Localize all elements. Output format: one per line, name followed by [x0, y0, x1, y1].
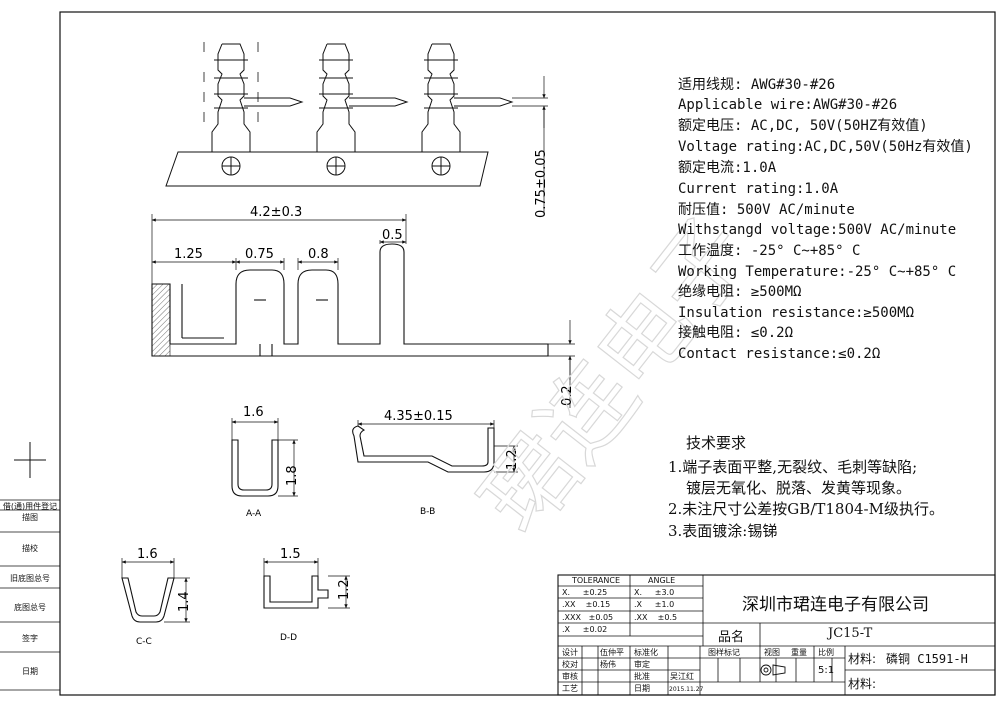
dim-aa-w: 1.6 [243, 405, 264, 420]
tolerance-row-4: .X ±0.02 [562, 625, 608, 634]
section-bb [352, 420, 518, 473]
strip-terminal-3 [421, 43, 514, 176]
dim-bb-h: 1.2 [505, 449, 520, 470]
dim-aa-h: 1.8 [285, 465, 300, 486]
spec-line-4: Voltage rating:AC,DC,50V(50Hz有效值) [678, 139, 973, 155]
name-check: 杨伟 [600, 660, 616, 669]
dim-075: 0.75±0.05 [534, 149, 549, 218]
role-design: 设计 [562, 648, 578, 657]
role-standard: 标准化 [634, 648, 658, 657]
date-value: 2015.11.27 [669, 686, 704, 693]
side-label-date: 日期 [22, 667, 38, 676]
requirements-title: 技术要求 [686, 434, 747, 452]
company-name: 深圳市珺连电子有限公司 [742, 595, 929, 615]
centering-mark [14, 442, 46, 478]
side-label-base-no: 底图总号 [14, 603, 46, 612]
col-drawing-mark: 图样标记 [708, 648, 740, 657]
spec-line-8: Withstangd voltage:500V AC/minute [678, 222, 957, 238]
dim-075b: 0.75 [245, 247, 274, 262]
section-cc [121, 558, 190, 623]
side-label-signature: 签字 [22, 634, 38, 643]
side-label-registration: 借(通)用件登记 [2, 502, 58, 511]
dim-42: 4.2±0.3 [250, 205, 302, 220]
angle-row-2: .X ±1.0 [634, 600, 675, 609]
role-approve: 审定 [634, 660, 650, 669]
col-weight: 重量 [791, 648, 807, 657]
scale-value: 5:1 [818, 665, 835, 676]
strip-terminal-2 [316, 43, 409, 176]
section-dd [263, 558, 350, 609]
material-label-2: 材料: [848, 677, 877, 691]
requirement-1b: 镀层无氧化、脱落、发黄等现象。 [686, 479, 912, 497]
col-view: 视图 [764, 648, 780, 657]
carrier-strip-view [165, 42, 548, 215]
label-cc: C-C [136, 637, 152, 647]
projection-symbol-icon [760, 664, 786, 676]
spec-line-13: 接触电阻: ≤0.2Ω [678, 325, 794, 341]
role-check: 校对 [562, 660, 578, 669]
spec-line-1: 适用线规: AWG#30-#26 [678, 77, 836, 93]
label-aa: A-A [246, 509, 262, 519]
requirement-3: 3.表面镀涂:锡锑 [668, 522, 778, 540]
side-label-trace-check: 描校 [22, 544, 38, 553]
requirement-1: 1.端子表面平整,无裂纹、毛刺等缺陷; [668, 458, 918, 476]
spec-line-3: 额定电压: AC,DC, 50V(50HZ有效值) [678, 118, 928, 134]
label-bb: B-B [420, 507, 435, 517]
dim-05: 0.5 [382, 228, 403, 243]
role-date: 日期 [634, 684, 650, 693]
spec-line-14: Contact resistance:≤0.2Ω [678, 346, 881, 362]
role-process: 工艺 [562, 684, 578, 693]
dim-cc-w: 1.6 [137, 547, 158, 562]
spec-line-2: Applicable wire:AWG#30-#26 [678, 97, 898, 113]
spec-line-11: 绝缘电阻: ≥500MΩ [678, 284, 802, 300]
role-review: 审核 [562, 672, 578, 681]
col-scale: 比例 [818, 648, 834, 657]
tolerance-row-1: X. ±0.25 [562, 588, 608, 597]
label-dd: D-D [280, 633, 297, 643]
spec-line-10: Working Temperature:-25° C~+85° C [678, 264, 957, 280]
dim-bb-w: 4.35±0.15 [384, 409, 453, 424]
angle-header: ANGLE [648, 576, 676, 585]
spec-line-6: Current rating:1.0A [678, 181, 839, 197]
left-margin-column [0, 499, 60, 691]
angle-row-3: .XX ±0.5 [634, 613, 678, 622]
side-label-tracing: 描图 [22, 513, 38, 522]
angle-row-1: X. ±3.0 [634, 588, 675, 597]
material-label: 材料: [848, 652, 877, 666]
requirement-2: 2.未注尺寸公差按GB/T1804-M级执行。 [668, 500, 944, 518]
section-aa [231, 418, 298, 497]
spec-line-5: 额定电流:1.0A [678, 160, 777, 176]
part-name: JC15-T [828, 626, 873, 641]
side-view [151, 214, 575, 408]
title-block [557, 574, 996, 696]
strip-terminal-1 [211, 43, 304, 176]
material-value: 磷铜 C1591-H [886, 652, 968, 666]
dim-125: 1.25 [174, 247, 203, 262]
spec-line-9: 工作温度: -25° C~+85° C [678, 243, 861, 259]
side-label-old-base-no: 旧底图总号 [10, 574, 50, 583]
dim-dd-w: 1.5 [280, 547, 301, 562]
dim-dd-h: 1.2 [337, 579, 352, 600]
role-ratify: 批准 [634, 672, 650, 681]
section-cut-marks [203, 42, 259, 122]
part-name-label: 品名 [718, 630, 745, 645]
spec-line-7: 耐压值: 500V AC/minute [678, 202, 855, 218]
dim-cc-h: 1.4 [177, 591, 192, 612]
dim-08: 0.8 [308, 247, 329, 262]
name-design: 伍仲平 [600, 648, 624, 657]
spec-line-12: Insulation resistance:≥500MΩ [678, 305, 915, 321]
inner-frame [59, 11, 996, 696]
name-ratify: 吴江红 [670, 672, 694, 681]
dim-02: 0.2 [560, 385, 575, 406]
tolerance-row-3: .XXX ±0.05 [562, 613, 614, 622]
carrier-strip [165, 151, 489, 187]
tolerance-row-2: .XX ±0.15 [562, 600, 611, 609]
tolerance-header: TOLERANCE [572, 576, 621, 585]
